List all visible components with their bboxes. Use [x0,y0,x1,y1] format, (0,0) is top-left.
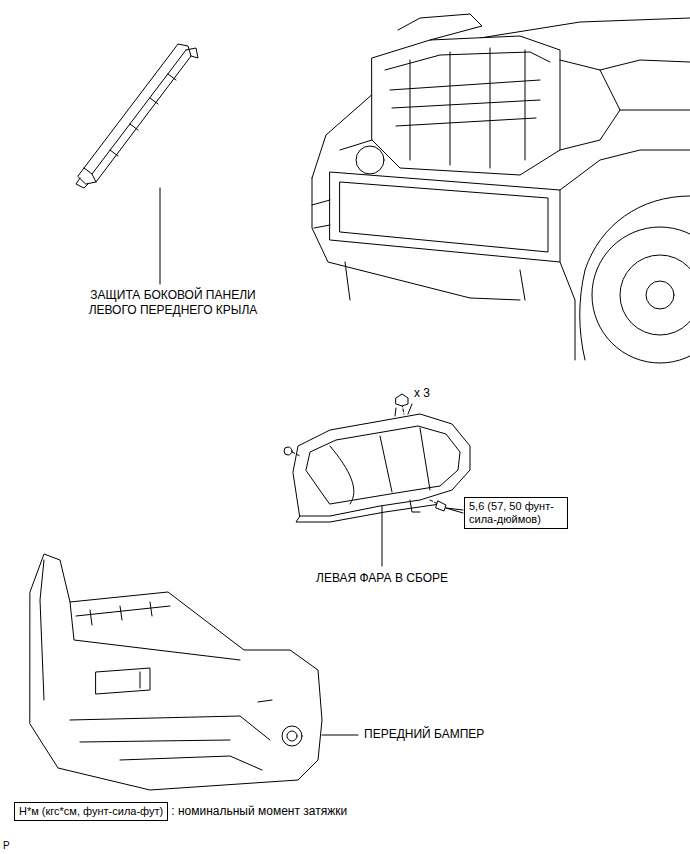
torque-unit-box: Н*м (кгс*см, фунт-сила-фут) [14,802,168,821]
quantity-note: x 3 [414,386,454,401]
legend-note: : номинальный момент затяжки [171,804,431,819]
part-name: ЛЕВАЯ ФАРА В СБОРЕ [292,571,472,586]
part-name: ПЕРЕДНИЙ БАМПЕР [364,727,534,742]
headlight-part [284,394,470,566]
spec-text: Н*м (кгс*см, фунт-сила-фут) [19,805,163,818]
part-name: ЗАЩИТА БОКОВОЙ ПАНЕЛИ ЛЕВОГО ПЕРЕДНЕГО К… [68,288,278,318]
page-mark: P [3,838,23,853]
protector-part [76,44,198,284]
leader-line [446,508,463,513]
bumper-part [30,554,358,790]
spec-text: 5,6 (57, 50 фунт-сила-дюймов) [469,500,563,526]
torque-spec-box: 5,6 (57, 50 фунт-сила-дюймов) [464,497,568,529]
vehicle-body [312,14,690,363]
